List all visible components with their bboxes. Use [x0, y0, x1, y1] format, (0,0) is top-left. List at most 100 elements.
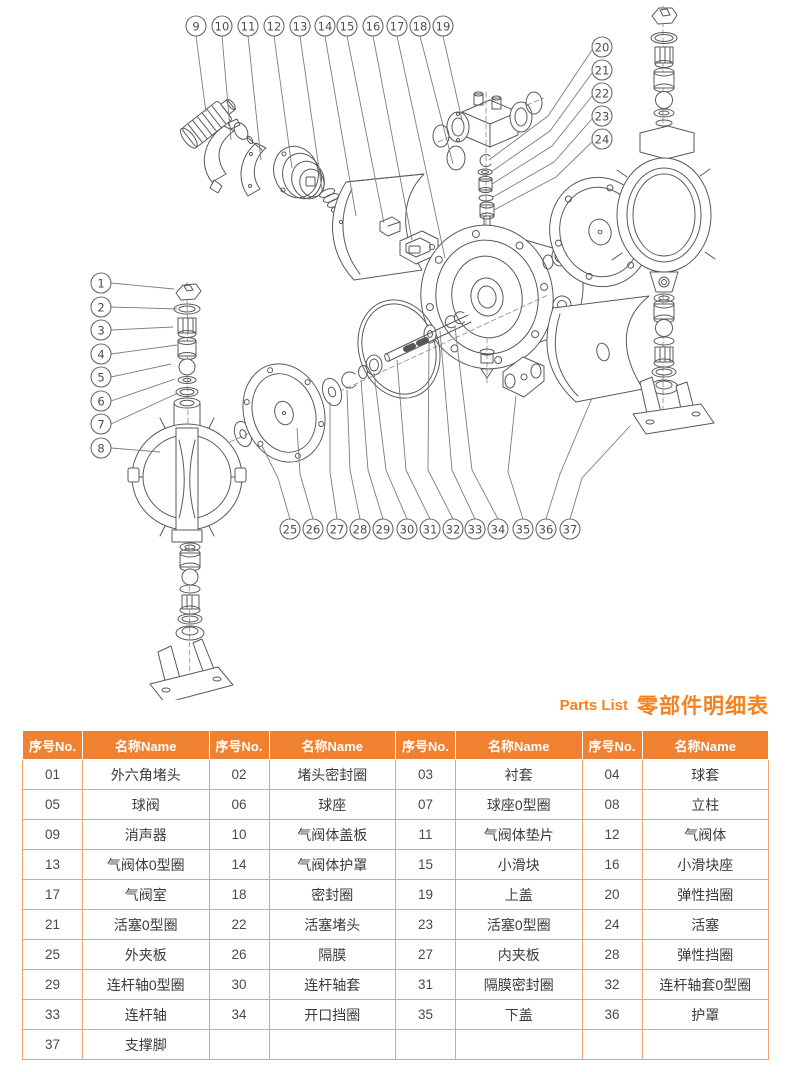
part-no-cell: 13 [22, 849, 83, 880]
callout-37: 37 [559, 518, 581, 540]
callout-14: 14 [314, 15, 336, 37]
leader-line-8 [110, 447, 161, 453]
svg-text:31: 31 [423, 522, 438, 536]
callout-25: 25 [279, 518, 301, 540]
part-name-cell: 气阀体0型圈 [82, 849, 210, 880]
diaphragm-shaft-assembly-drawing [229, 294, 549, 463]
svg-text:28: 28 [353, 522, 368, 536]
part-no-cell: 25 [22, 939, 83, 970]
callout-23: 23 [591, 105, 613, 127]
leader-line-31 [396, 359, 431, 520]
svg-text:32: 32 [446, 522, 461, 536]
part-no-cell: 09 [22, 819, 83, 850]
right-pump-assembly-drawing [611, 5, 716, 431]
part-name-cell: 立柱 [641, 789, 769, 820]
part-name-cell: 连杆轴 [82, 999, 210, 1030]
callout-24: 24 [591, 128, 613, 150]
part-name-cell: 小滑块座 [641, 849, 769, 880]
callout-35: 35 [512, 518, 534, 540]
callout-33: 33 [464, 518, 486, 540]
callout-9: 9 [185, 15, 207, 37]
callout-29: 29 [372, 518, 394, 540]
slide-seat-drawing [399, 230, 439, 265]
callout-19: 19 [432, 15, 454, 37]
part-no-cell: 05 [22, 789, 83, 820]
callout-12: 12 [263, 15, 285, 37]
part-name-cell: 外夹板 [82, 939, 210, 970]
part-name-cell: 内夹板 [455, 939, 583, 970]
svg-text:27: 27 [330, 522, 345, 536]
callout-34: 34 [487, 518, 509, 540]
svg-text:10: 10 [215, 19, 230, 33]
svg-text:5: 5 [97, 370, 104, 384]
svg-text:3: 3 [97, 323, 104, 337]
part-no-cell: 24 [581, 909, 643, 940]
leader-line-29 [360, 379, 384, 520]
svg-text:24: 24 [595, 132, 610, 146]
part-name-cell: 连杆轴0型圈 [82, 969, 210, 1000]
leader-line-11 [247, 35, 262, 161]
part-no-cell: 30 [208, 969, 270, 1000]
part-no-cell: 18 [208, 879, 270, 910]
part-no-cell: 08 [581, 789, 643, 820]
svg-text:15: 15 [340, 19, 355, 33]
leader-line-9 [195, 35, 207, 113]
part-no-cell: 04 [581, 759, 643, 790]
callout-2: 2 [90, 296, 112, 318]
leader-line-4 [110, 344, 178, 355]
part-no-cell [208, 1029, 270, 1060]
callout-15: 15 [336, 15, 358, 37]
svg-text:4: 4 [97, 347, 104, 361]
svg-text:13: 13 [293, 19, 308, 33]
leader-line-36 [545, 397, 593, 520]
callout-3: 3 [90, 319, 112, 341]
header-no: 序号No. [581, 730, 643, 760]
header-name: 名称Name [455, 730, 583, 760]
svg-text:18: 18 [413, 19, 428, 33]
svg-text:19: 19 [436, 19, 451, 33]
part-name-cell: 连杆轴套0型圈 [641, 969, 769, 1000]
leader-line-26 [296, 427, 314, 520]
part-name-cell: 球阀 [82, 789, 210, 820]
callout-22: 22 [591, 82, 613, 104]
leader-line-33 [439, 330, 476, 520]
svg-text:8: 8 [97, 441, 104, 455]
leader-line-37 [569, 425, 631, 520]
part-name-cell: 气阀体护罩 [268, 849, 396, 880]
leader-line-18 [419, 35, 454, 165]
part-name-cell: 气阀体垫片 [455, 819, 583, 850]
part-name-cell: 球座0型圈 [455, 789, 583, 820]
leader-line-15 [346, 35, 385, 224]
air-valve-body-drawing [273, 145, 325, 200]
part-name-cell: 护罩 [641, 999, 769, 1030]
valve-gasket-drawing [240, 142, 267, 197]
callout-18: 18 [409, 15, 431, 37]
callout-7: 7 [90, 413, 112, 435]
svg-text:36: 36 [539, 522, 554, 536]
callout-8: 8 [90, 437, 112, 459]
right-shield-drawing [546, 295, 650, 403]
svg-text:22: 22 [595, 86, 610, 100]
callout-21: 21 [591, 59, 613, 81]
svg-text:14: 14 [318, 19, 333, 33]
callout-31: 31 [419, 518, 441, 540]
part-name-cell: 活塞0型圈 [82, 909, 210, 940]
svg-text:34: 34 [491, 522, 506, 536]
svg-text:25: 25 [283, 522, 298, 536]
slide-block-drawing [379, 216, 401, 237]
part-no-cell: 36 [581, 999, 643, 1030]
callout-26: 26 [302, 518, 324, 540]
header-name: 名称Name [641, 730, 769, 760]
part-no-cell: 10 [208, 819, 270, 850]
left-support-foot-drawing [149, 638, 234, 700]
exploded-view-diagram: 1234567891011121314151617181920212223242… [90, 5, 716, 700]
leader-line-5 [110, 363, 172, 378]
callout-30: 30 [396, 518, 418, 540]
part-no-cell: 22 [208, 909, 270, 940]
